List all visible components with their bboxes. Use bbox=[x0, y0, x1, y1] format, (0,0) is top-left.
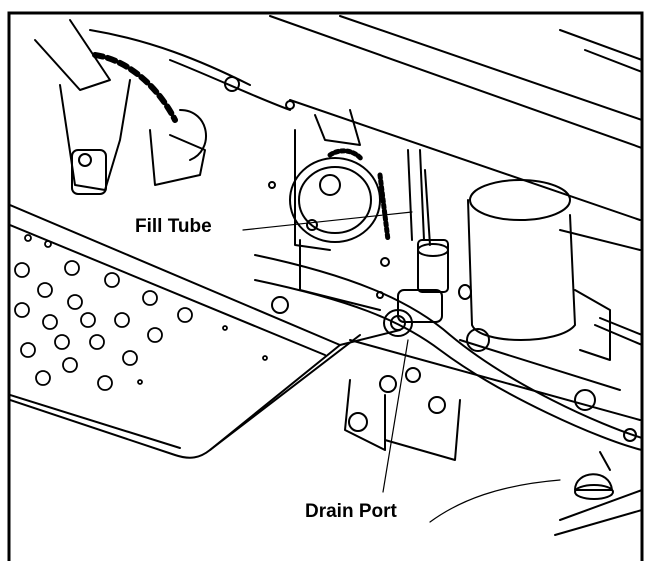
cylinder-tank bbox=[467, 179, 642, 361]
drain-port-curve bbox=[429, 479, 561, 523]
fill-tube bbox=[407, 149, 472, 300]
upper-housing bbox=[89, 15, 642, 221]
hose bbox=[254, 254, 642, 451]
fill-tube-leader bbox=[242, 211, 413, 231]
figure-border bbox=[7, 11, 644, 561]
drain-port-label: Drain Port bbox=[303, 501, 399, 523]
fill-tube-label: Fill Tube bbox=[133, 216, 214, 238]
step-platform bbox=[10, 204, 401, 459]
drain-port-leader bbox=[382, 339, 409, 493]
gear-assembly bbox=[289, 109, 391, 251]
handle-arm bbox=[34, 19, 207, 195]
drain-port-elbow bbox=[383, 289, 443, 337]
pivot-knob bbox=[554, 451, 642, 536]
platform-holes bbox=[14, 234, 268, 391]
mounting-bracket bbox=[224, 76, 641, 461]
